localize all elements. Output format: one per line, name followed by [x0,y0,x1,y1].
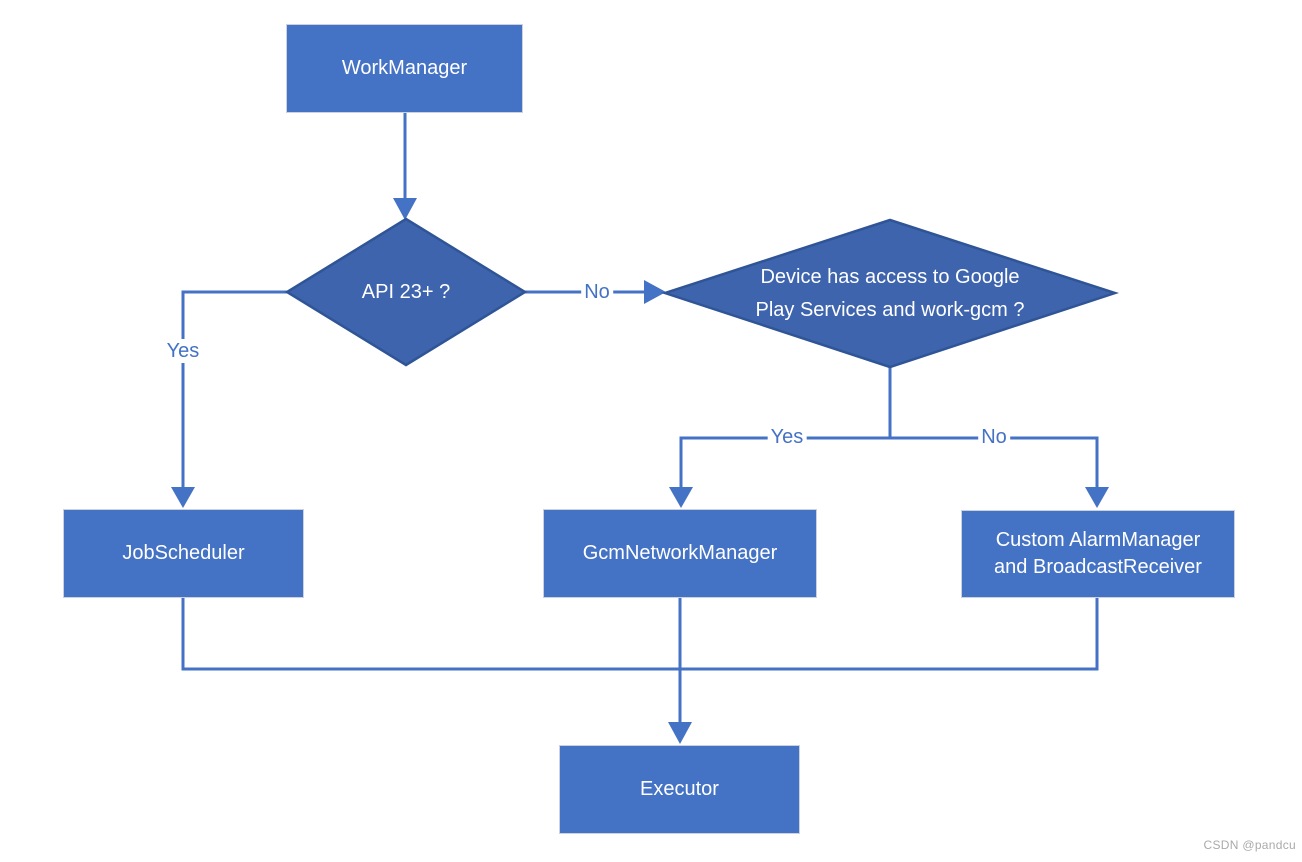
node-executor-label: Executor [640,778,719,800]
node-jobscheduler-label: JobScheduler [122,542,245,564]
node-custom-alarm-line1: Custom AlarmManager [995,529,1201,551]
arrowhead-down-icon [171,487,195,508]
connector-merge-bus [181,598,1099,671]
node-workmanager: WorkManager [286,24,523,113]
edge-label-gplay-no: No [978,425,1010,449]
connector-api-yes-to-jobscheduler [181,290,287,488]
arrowhead-down-icon [668,722,692,744]
arrowhead-down-icon [393,198,417,220]
node-gcmnetworkmanager-label: GcmNetworkManager [582,542,778,564]
node-gcmnetworkmanager: GcmNetworkManager [543,509,817,598]
node-custom-alarm-line2: and BroadcastReceiver [994,556,1202,578]
node-custom-alarm: Custom AlarmManager and BroadcastReceive… [961,510,1235,598]
node-executor: Executor [559,745,800,834]
edge-label-api-no: No [581,280,613,304]
node-jobscheduler: JobScheduler [63,509,304,598]
decision-diamond-api [284,217,528,367]
edge-label-gplay-yes: Yes [767,425,807,449]
arrowhead-right-icon [644,280,666,304]
arrowhead-down-icon [1085,487,1109,508]
csdn-watermark: CSDN @pandcu [1203,838,1296,852]
node-workmanager-label: WorkManager [341,57,468,79]
arrowhead-down-icon [669,487,693,508]
edge-label-api-yes: Yes [163,339,203,363]
decision-diamond-gplay [660,218,1120,369]
connector-gplay-split [679,436,1099,489]
